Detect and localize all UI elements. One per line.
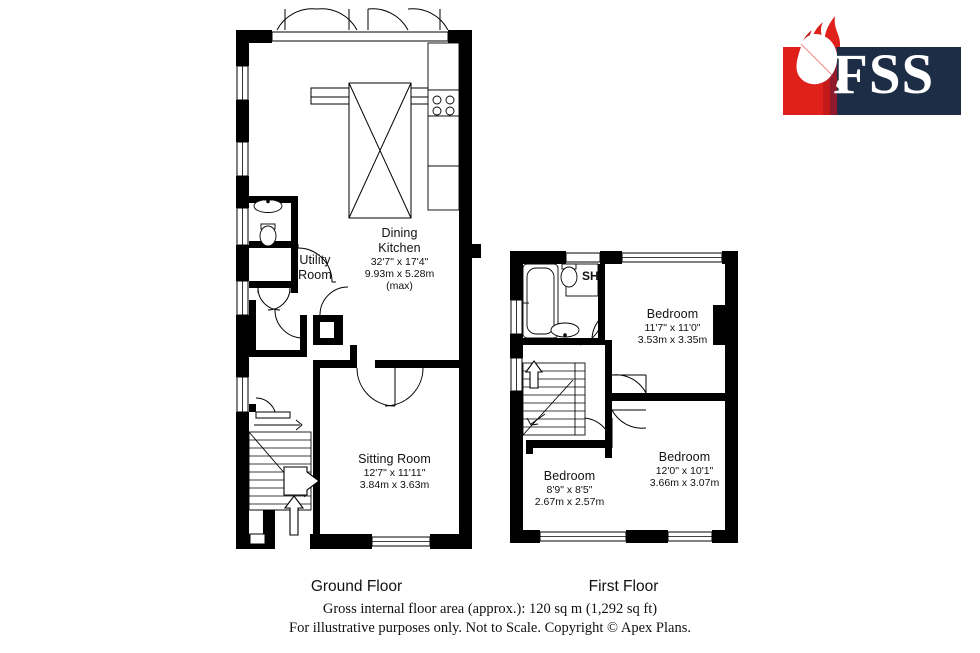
logo-feather: [796, 34, 851, 93]
footer-area-line: Gross internal floor area (approx.): 120…: [322, 601, 658, 617]
fss-logo: FSS: [783, 14, 961, 117]
ground-floor-title: Ground Floor: [310, 578, 403, 595]
logo-navy-block: [837, 47, 961, 115]
ground-floor-plan: [236, 8, 481, 549]
footer-copyright-line: For illustrative purposes only. Not to S…: [289, 620, 691, 636]
logo-text: FSS: [833, 43, 935, 106]
first-floor-title: First Floor: [588, 578, 659, 595]
shower-label: SH: [582, 269, 599, 283]
first-floor-plan: [510, 251, 738, 543]
